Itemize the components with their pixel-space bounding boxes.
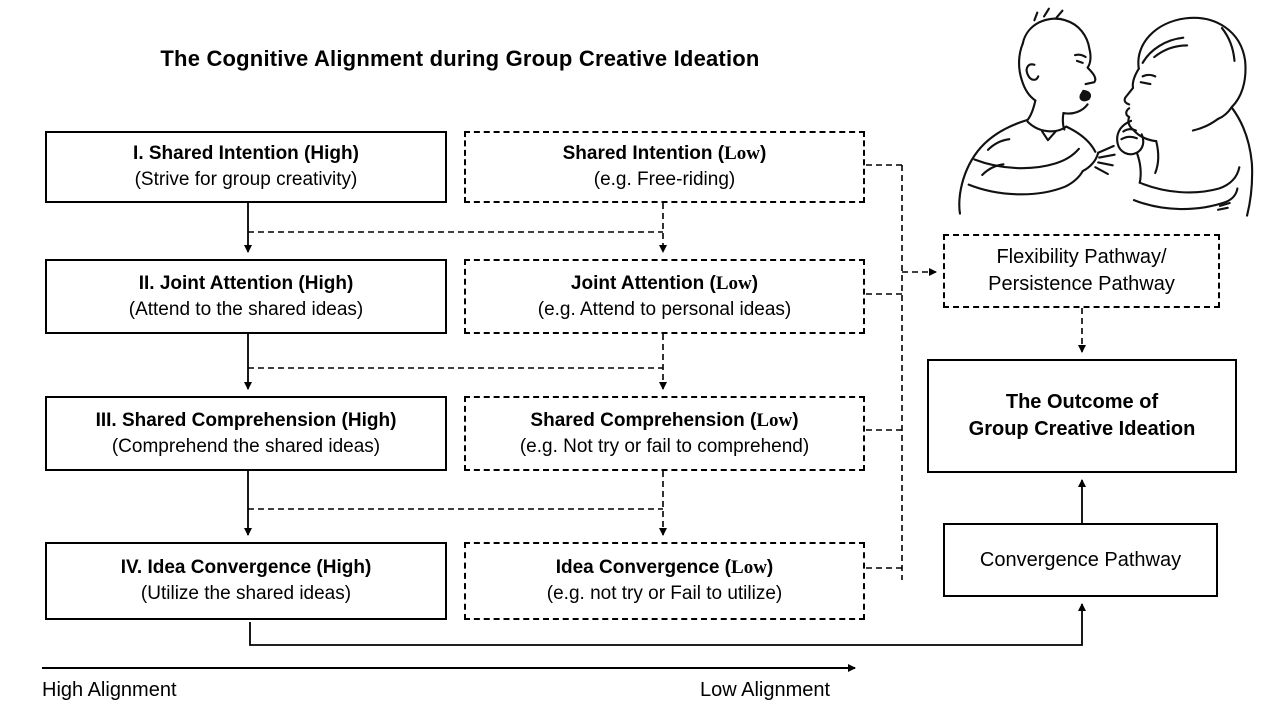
high-box-idea-convergence-subtitle: (Utilize the shared ideas) xyxy=(140,583,352,604)
diagram-title: The Cognitive Alignment during Group Cre… xyxy=(160,46,760,71)
high-box-joint-attention: II. Joint Attention (High) (Attend to th… xyxy=(45,259,447,334)
high-box-shared-intention-subtitle: (Strive for group creativity) xyxy=(134,169,358,190)
two-people-conversation-sketch xyxy=(958,7,1254,217)
convergence-box: Convergence Pathway xyxy=(943,523,1218,597)
high-box-joint-attention-title: II. Joint Attention (High) xyxy=(138,272,354,294)
axis-label-high-alignment: High Alignment xyxy=(42,679,177,701)
outcome-box-line1: The Outcome of xyxy=(1005,391,1159,413)
pathway-box-line1: Flexibility Pathway/ xyxy=(996,246,1167,268)
high-box-shared-intention: I. Shared Intention (High) (Strive for g… xyxy=(45,131,447,203)
low-box-joint-attention: Joint Attention (Low) (e.g. Attend to pe… xyxy=(464,259,865,334)
low-box-idea-convergence-title: Idea Convergence (Low) xyxy=(555,557,774,578)
high-box-shared-comprehension-subtitle: (Comprehend the shared ideas) xyxy=(111,435,381,457)
outcome-box: The Outcome of Group Creative Ideation xyxy=(927,359,1237,473)
pathway-box-line2: Persistence Pathway xyxy=(988,273,1175,295)
axis-label-low-alignment: Low Alignment xyxy=(700,679,831,701)
high-box-shared-comprehension-title: III. Shared Comprehension (High) xyxy=(95,409,397,431)
high-box-shared-comprehension: III. Shared Comprehension (High) (Compre… xyxy=(45,396,447,471)
high-box-idea-convergence-title: IV. Idea Convergence (High) xyxy=(120,557,372,578)
low-box-idea-convergence: Idea Convergence (Low) (e.g. not try or … xyxy=(464,542,865,620)
low-box-shared-intention-example: (e.g. Free-riding) xyxy=(593,169,736,190)
low-box-shared-comprehension-example: (e.g. Not try or fail to comprehend) xyxy=(519,435,810,457)
high-box-joint-attention-subtitle: (Attend to the shared ideas) xyxy=(128,298,364,320)
low-box-shared-comprehension-title: Shared Comprehension (Low) xyxy=(530,409,799,431)
low-box-shared-intention-title: Shared Intention (Low) xyxy=(562,143,767,164)
low-box-shared-intention: Shared Intention (Low) (e.g. Free-riding… xyxy=(464,131,865,203)
low-box-idea-convergence-example: (e.g. not try or Fail to utilize) xyxy=(546,583,783,604)
pathway-box: Flexibility Pathway/ Persistence Pathway xyxy=(943,234,1220,308)
convergence-box-label: Convergence Pathway xyxy=(979,548,1182,571)
low-box-shared-comprehension: Shared Comprehension (Low) (e.g. Not try… xyxy=(464,396,865,471)
outcome-box-line2: Group Creative Ideation xyxy=(968,418,1196,440)
high-box-idea-convergence: IV. Idea Convergence (High) (Utilize the… xyxy=(45,542,447,620)
low-box-joint-attention-example: (e.g. Attend to personal ideas) xyxy=(537,298,792,320)
high-box-shared-intention-title: I. Shared Intention (High) xyxy=(133,143,359,164)
low-box-joint-attention-title: Joint Attention (Low) xyxy=(570,272,759,294)
